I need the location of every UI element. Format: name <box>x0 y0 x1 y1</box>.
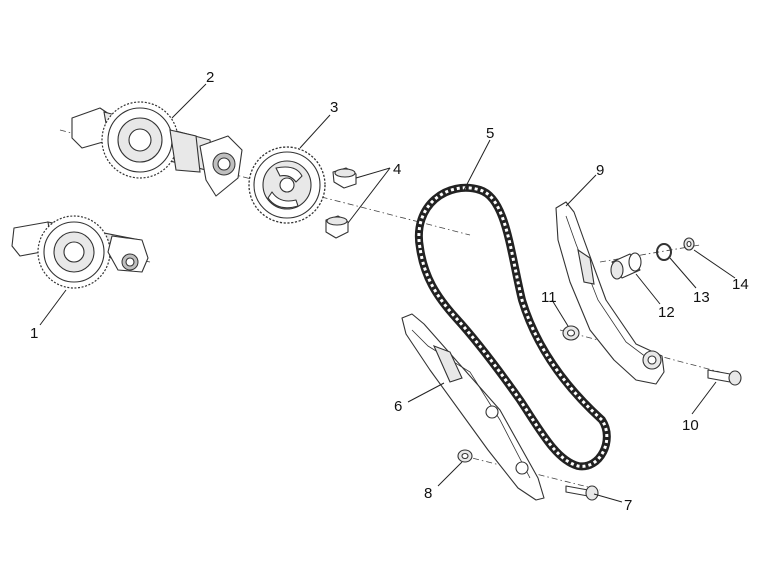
tensioner-guide-part <box>555 201 665 385</box>
callout-1: 1 <box>30 325 38 342</box>
pin-part <box>610 252 642 280</box>
callout-5: 5 <box>486 125 494 142</box>
leader-lines <box>39 83 736 503</box>
bolts-part <box>325 167 357 239</box>
timing-chain-part <box>414 183 611 471</box>
callout-7: 7 <box>624 497 632 514</box>
small-washer-part <box>683 237 695 251</box>
guide-bolt-part <box>565 485 599 501</box>
sprocket-gear-part <box>248 146 326 224</box>
callout-labels: 1 2 3 4 5 6 7 8 9 10 11 12 13 14 <box>30 69 749 514</box>
callout-6: 6 <box>394 398 402 415</box>
washer-part <box>457 449 473 463</box>
callout-11: 11 <box>541 289 557 306</box>
upper-camshaft-part <box>71 101 243 197</box>
lower-camshaft-part <box>11 215 149 289</box>
callout-12: 12 <box>658 304 675 321</box>
callout-8: 8 <box>424 485 432 502</box>
callout-3: 3 <box>330 99 338 116</box>
callout-2: 2 <box>206 69 214 86</box>
o-ring-part <box>656 243 672 261</box>
callout-4: 4 <box>393 161 401 178</box>
tensioner-bolt-part <box>707 369 742 386</box>
chain-guide-part <box>401 313 545 501</box>
spacer-part <box>562 325 580 341</box>
callout-10: 10 <box>682 417 699 434</box>
callout-14: 14 <box>732 276 749 293</box>
callout-13: 13 <box>693 289 710 306</box>
axis-lines <box>39 129 721 491</box>
callout-9: 9 <box>596 162 604 179</box>
